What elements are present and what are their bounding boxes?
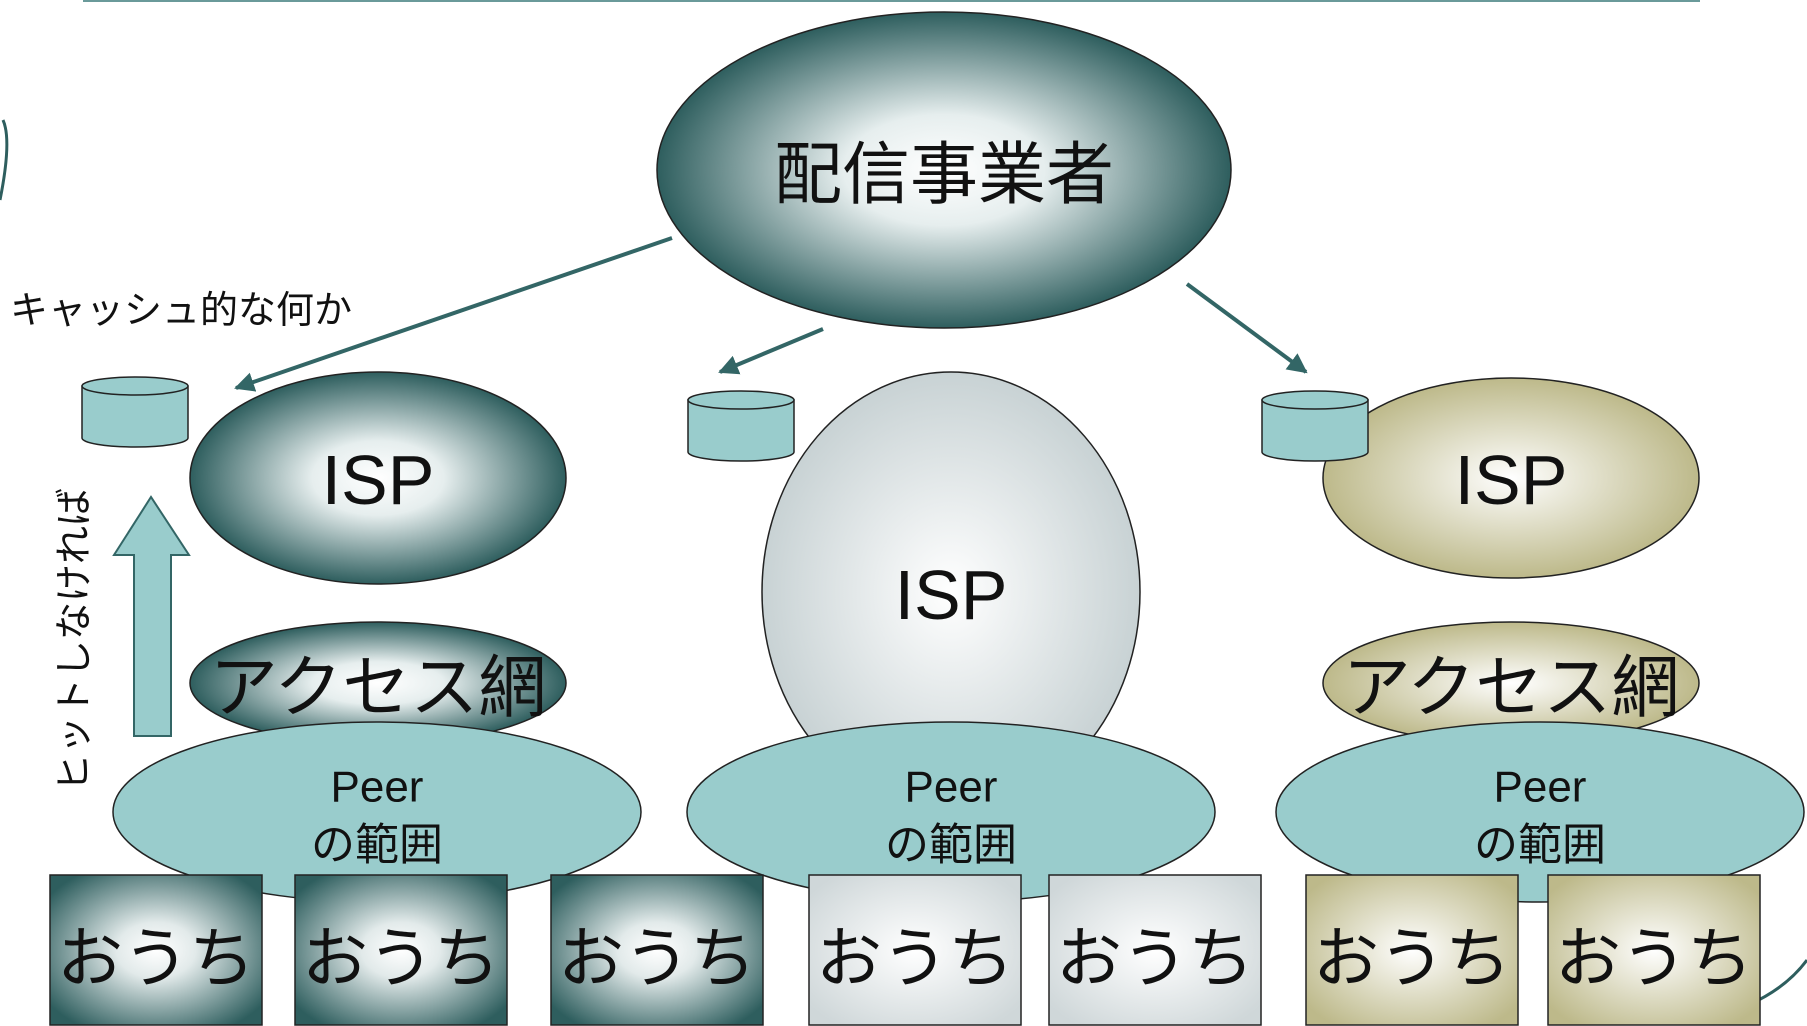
arrow-provider-to-cache-center [718, 327, 824, 375]
home-box: おうち [550, 874, 764, 1026]
home-label: おうち [1313, 921, 1511, 995]
access-net-label-left: アクセス網 [210, 650, 547, 726]
slide-frame-left [0, 119, 9, 201]
home-label: おうち [1056, 921, 1254, 995]
home-box: おうち [1305, 874, 1519, 1026]
fallback-caption: ヒットしなければ [54, 488, 96, 792]
arrow-provider-to-cache-left [234, 236, 673, 392]
home-label: おうち [302, 921, 500, 995]
peer-label-line2-right: の範囲 [1474, 821, 1606, 870]
access-net-left: アクセス網 [189, 621, 567, 745]
cache-caption: キャッシュ的な何か [10, 290, 352, 332]
isp-node-left: ISP [189, 371, 567, 585]
peer-label-line2-center: の範囲 [885, 821, 1017, 870]
peer-label-line1-right: Peer [1494, 763, 1587, 812]
provider-node: 配信事業者 [656, 11, 1232, 329]
home-box: おうち [1048, 874, 1262, 1026]
isp-label-left: ISP [322, 441, 435, 519]
home-box: おうち [294, 874, 508, 1026]
fallback-up-arrow [112, 495, 191, 737]
provider-label: 配信事業者 [774, 137, 1114, 213]
home-label: おうち [1555, 921, 1753, 995]
isp-node-center: ISP [761, 371, 1141, 813]
cache-icon-left [81, 376, 189, 448]
isp-label-center: ISP [895, 556, 1008, 634]
home-label: おうち [816, 921, 1014, 995]
home-label: おうち [57, 921, 255, 995]
home-box: おうち [1547, 874, 1761, 1026]
home-label: おうち [558, 921, 756, 995]
isp-label-right: ISP [1455, 441, 1568, 519]
peer-range-right: Peer の範囲 [1275, 721, 1805, 903]
home-box: おうち [808, 874, 1022, 1026]
peer-label-line1-left: Peer [331, 763, 424, 812]
access-net-right: アクセス網 [1322, 621, 1700, 745]
arrow-provider-to-cache-right [1185, 282, 1308, 374]
peer-range-center: Peer の範囲 [686, 721, 1216, 903]
isp-node-right: ISP [1322, 377, 1700, 579]
peer-label-line1-center: Peer [905, 763, 998, 812]
access-net-label-right: アクセス網 [1343, 650, 1680, 726]
peer-label-line2-left: の範囲 [311, 821, 443, 870]
cache-icon-center [687, 390, 795, 462]
home-box: おうち [49, 874, 263, 1026]
cache-icon-right [1261, 390, 1369, 462]
peer-range-left: Peer の範囲 [112, 721, 642, 903]
